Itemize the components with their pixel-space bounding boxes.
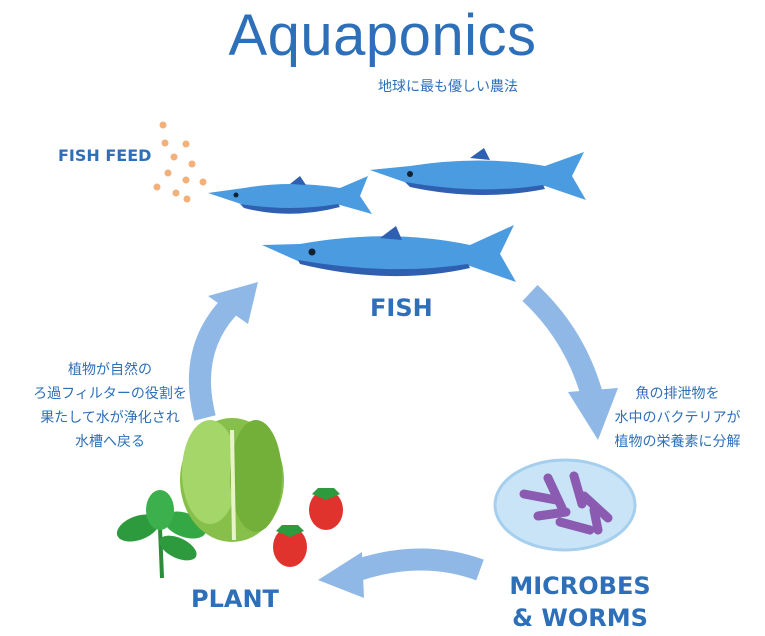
note-left-line: ろ過フィルターの役割を <box>33 386 187 402</box>
label-plant: PLANT <box>191 585 279 613</box>
basil-plant <box>116 490 207 579</box>
note-left-line: 植物が自然の <box>68 362 152 378</box>
diagram-title: Aquaponics <box>228 3 537 68</box>
note-left-line: 水槽へ戻る <box>75 434 145 450</box>
label-microbes-line2: & WORMS <box>512 604 648 632</box>
fish-feed-pellets <box>153 121 207 203</box>
cycle-arrow-fish-to-microbes <box>522 284 618 440</box>
fish-large <box>262 225 516 282</box>
label-microbes-worms: MICROBES & WORMS <box>500 570 660 634</box>
lettuce-plant <box>180 418 284 542</box>
note-right-line: 魚の排泄物を <box>635 386 720 402</box>
label-microbes-line1: MICROBES <box>509 572 651 600</box>
note-plant-filter: 植物が自然の ろ過フィルターの役割を 果たして水が浄化され 水槽へ戻る <box>20 358 200 454</box>
cycle-arrow-microbes-to-plant <box>318 548 484 598</box>
note-right-line: 水中のバクテリアが <box>614 410 741 426</box>
label-fish-feed: FISH FEED <box>58 146 152 165</box>
note-bacteria-decompose: 魚の排泄物を 水中のバクテリアが 植物の栄養素に分解 <box>600 382 755 454</box>
microbes-dish <box>493 458 637 552</box>
cycle-arrow-plant-to-fish <box>189 282 258 421</box>
diagram-subtitle: 地球に最も優しい農法 <box>378 79 518 95</box>
fish-top-right <box>370 148 586 200</box>
fish-small <box>208 176 372 214</box>
note-right-line: 植物の栄養素に分解 <box>614 434 741 450</box>
note-left-line: 果たして水が浄化され <box>40 410 180 426</box>
strawberries <box>273 488 343 567</box>
label-fish: FISH <box>370 294 433 322</box>
